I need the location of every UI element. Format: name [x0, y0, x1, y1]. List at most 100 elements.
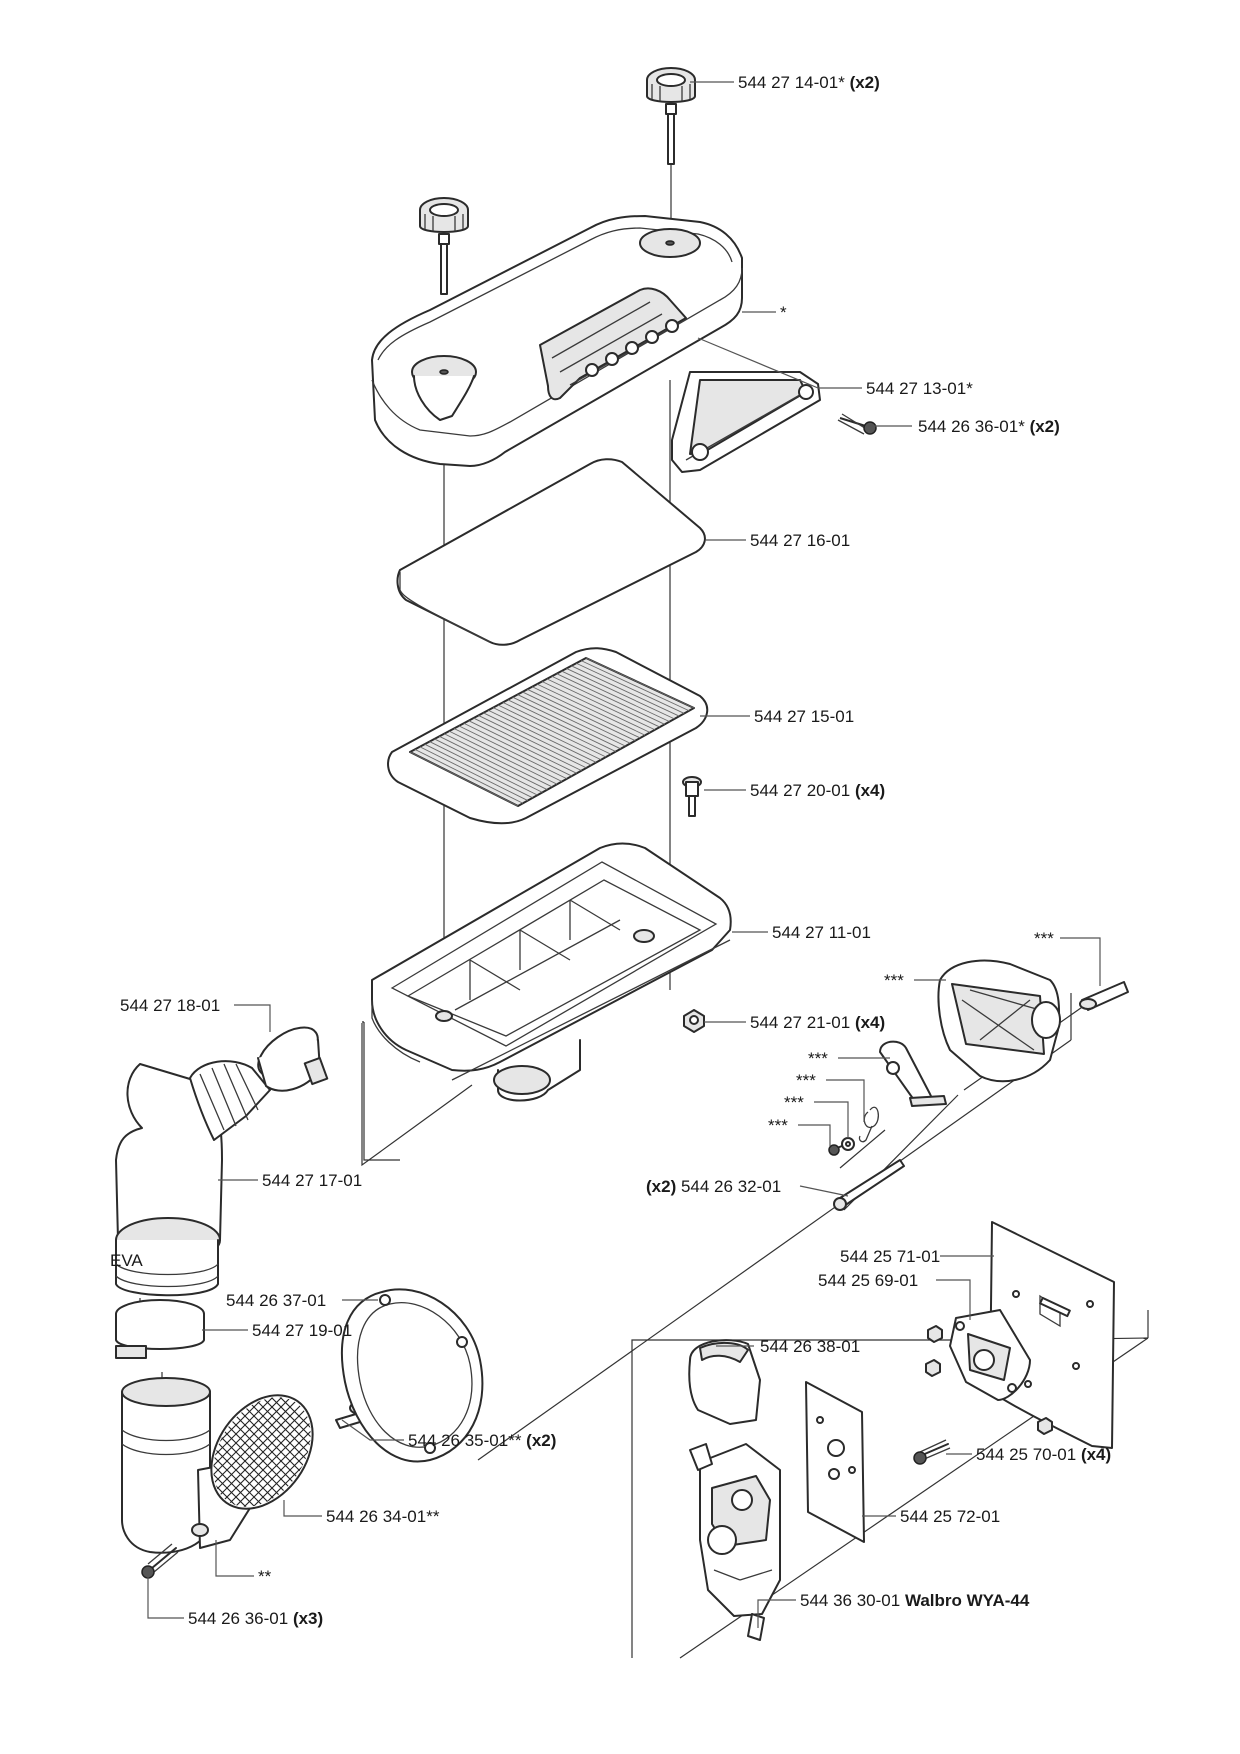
filter-pleat: [463, 722, 572, 777]
filter-pleat: [522, 691, 631, 744]
carburetor-cover: [688, 1339, 761, 1425]
label-gasket: 544 26 37-01: [226, 1291, 326, 1310]
label-screen: 544 26 34-01**: [326, 1507, 440, 1526]
mesh-wire: [218, 1378, 331, 1526]
hose-clamp-bottom: [115, 1299, 205, 1359]
filter-pleat: [546, 678, 656, 731]
adapter-screw-bottom: [141, 1543, 179, 1579]
filter-pleat: [429, 741, 538, 796]
filter-pleat: [414, 748, 524, 804]
filter-pleat: [492, 707, 602, 761]
label-carb-cover: 544 26 38-01: [760, 1337, 860, 1356]
label-cover: *: [780, 303, 787, 322]
air-filter-element: [387, 647, 709, 825]
cover-knob-left: [419, 197, 469, 295]
filter-pleat: [571, 665, 680, 717]
filter-pleat: [434, 738, 543, 793]
lever-spring: [858, 1106, 880, 1143]
throttle-flange: [937, 959, 1061, 1083]
filter-pleat: [473, 717, 582, 772]
label-block-screw: 544 25 70-01 (x4): [976, 1445, 1111, 1464]
label-adapter-screw: 544 26 35-01** (x2): [408, 1431, 556, 1450]
cover-knob-right: [646, 67, 696, 165]
long-bolt: [833, 1159, 905, 1211]
label-pre-filter: 544 27 16-01: [750, 531, 850, 550]
label-adapter-screws: 544 26 36-01 (x3): [188, 1609, 323, 1628]
filter-pleat: [536, 683, 646, 736]
leader-lines: [147, 81, 1101, 1628]
air-box-cover: [371, 215, 743, 467]
filter-pleat: [566, 668, 675, 720]
filter-pleat: [576, 662, 685, 714]
label-screw: 544 27 20-01 (x4): [750, 781, 885, 800]
cover-handle: [671, 371, 821, 473]
filter-pleat: [409, 751, 519, 807]
hex-nut: [683, 1009, 705, 1033]
pre-filter: [396, 458, 706, 646]
label-handle-screw: 544 26 36-01* (x2): [918, 417, 1060, 436]
elbow-hose: EVA: [110, 1060, 271, 1297]
filter-pleat: [527, 688, 636, 742]
mesh-wire: [254, 1378, 331, 1526]
small-screw: [828, 1144, 843, 1156]
label-cover-knob: 544 27 14-01* (x2): [738, 73, 880, 92]
intake-gasket: [340, 1288, 484, 1463]
label-small-screw: ***: [768, 1116, 788, 1135]
filter-pleat: [458, 725, 568, 780]
filter-pleat: [532, 686, 641, 739]
fitting: [1079, 981, 1129, 1011]
filter-pleat: [497, 704, 607, 758]
label-air-filter: 544 27 15-01: [754, 707, 854, 726]
label-clamp-top: 544 27 18-01: [120, 996, 220, 1015]
filter-pleat: [585, 657, 695, 709]
mesh-wire: [209, 1378, 331, 1526]
filter-pleat: [483, 712, 592, 766]
filter-pleat: [561, 670, 670, 723]
filter-pleat: [502, 701, 612, 755]
filter-pleat: [419, 746, 528, 801]
block-screw: [913, 1439, 951, 1465]
filter-pleat: [439, 735, 548, 791]
label-fitting: ***: [1034, 929, 1054, 948]
carburetor-gasket: [805, 1381, 865, 1543]
hose-marking: EVA: [110, 1251, 143, 1270]
mesh-wire: [193, 1378, 272, 1526]
label-flange: ***: [884, 971, 904, 990]
label-spring: ***: [796, 1071, 816, 1090]
handle-screw: [837, 413, 877, 435]
label-lever: ***: [808, 1049, 828, 1068]
filter-pleat: [444, 733, 553, 788]
filter-pleat: [424, 743, 533, 799]
label-spacer-block: 544 25 69-01: [818, 1271, 918, 1290]
mesh-wire: [193, 1378, 299, 1526]
label-carb-gasket: 544 25 72-01: [900, 1507, 1000, 1526]
mesh-wire: [193, 1378, 308, 1526]
filter-pleat: [580, 660, 690, 712]
label-washer: ***: [784, 1093, 804, 1112]
filter-pleat: [488, 709, 597, 763]
filter-screw: [682, 776, 702, 817]
filter-pleat: [468, 720, 577, 774]
label-adapter: **: [258, 1567, 272, 1586]
filter-pleat: [507, 699, 616, 752]
spacer-block: [925, 1309, 1053, 1435]
carburetor: [689, 1443, 781, 1641]
filter-pleat: [448, 730, 558, 785]
small-washer: [841, 1137, 855, 1151]
filter-pleat: [541, 681, 651, 733]
filter-pleat: [453, 728, 563, 782]
label-handle: 544 27 13-01*: [866, 379, 973, 398]
filter-pleat: [512, 696, 621, 750]
label-long-bolt: (x2) 544 26 32-01: [646, 1177, 781, 1196]
label-clamp-bottom: 544 27 19-01: [252, 1321, 352, 1340]
filter-pleat: [551, 675, 660, 728]
label-elbow-hose: 544 27 17-01: [262, 1171, 362, 1190]
throttle-lever: [879, 1040, 947, 1107]
hose-clamp-top: [257, 1026, 329, 1092]
filter-pleat: [478, 715, 587, 769]
label-housing: 544 27 11-01: [772, 923, 871, 942]
label-carburetor: 544 36 30-01 Walbro WYA-44: [800, 1591, 1030, 1610]
filter-pleat: [517, 694, 626, 747]
mesh-wire: [227, 1378, 331, 1526]
